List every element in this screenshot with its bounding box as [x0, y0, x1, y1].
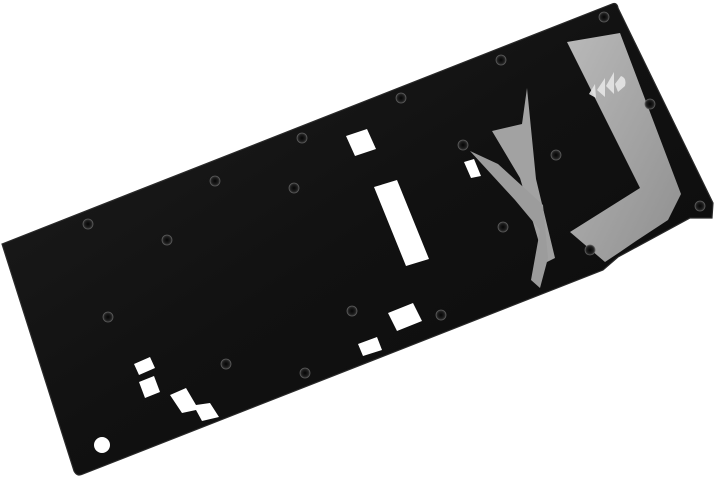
silver-accent-stripe-lower	[470, 151, 548, 288]
screw-hole	[694, 200, 706, 212]
cutout-left-2	[139, 376, 160, 398]
cutout-rect-lower	[388, 303, 422, 331]
screw-hole	[102, 311, 114, 323]
cutout-square-top	[346, 129, 376, 156]
screw-hole	[497, 221, 509, 233]
cutout-round-corner	[94, 437, 110, 453]
silver-accent-panel	[567, 33, 681, 262]
screw-hole	[161, 234, 173, 246]
screw-hole	[296, 132, 308, 144]
screw-hole	[395, 92, 407, 104]
screw-hole	[550, 149, 562, 161]
screw-hole	[220, 358, 232, 370]
screw-hole	[288, 182, 300, 194]
screw-hole	[299, 367, 311, 379]
cutout-slot-center	[374, 180, 429, 266]
screw-hole	[82, 218, 94, 230]
screw-hole	[209, 175, 221, 187]
screw-hole	[495, 54, 507, 66]
screw-hole	[435, 309, 447, 321]
plate-cutouts	[94, 129, 481, 453]
screw-hole	[598, 11, 610, 23]
sail-logo-icon	[589, 72, 626, 98]
cutout-left-1	[134, 357, 155, 375]
screw-hole	[457, 139, 469, 151]
screw-hole	[644, 98, 656, 110]
screw-hole	[584, 244, 596, 256]
screw-holes	[82, 11, 706, 379]
screw-hole	[346, 305, 358, 317]
cutout-step	[170, 388, 219, 421]
cutout-small-right	[464, 159, 481, 178]
cutout-rect-small	[358, 337, 382, 356]
